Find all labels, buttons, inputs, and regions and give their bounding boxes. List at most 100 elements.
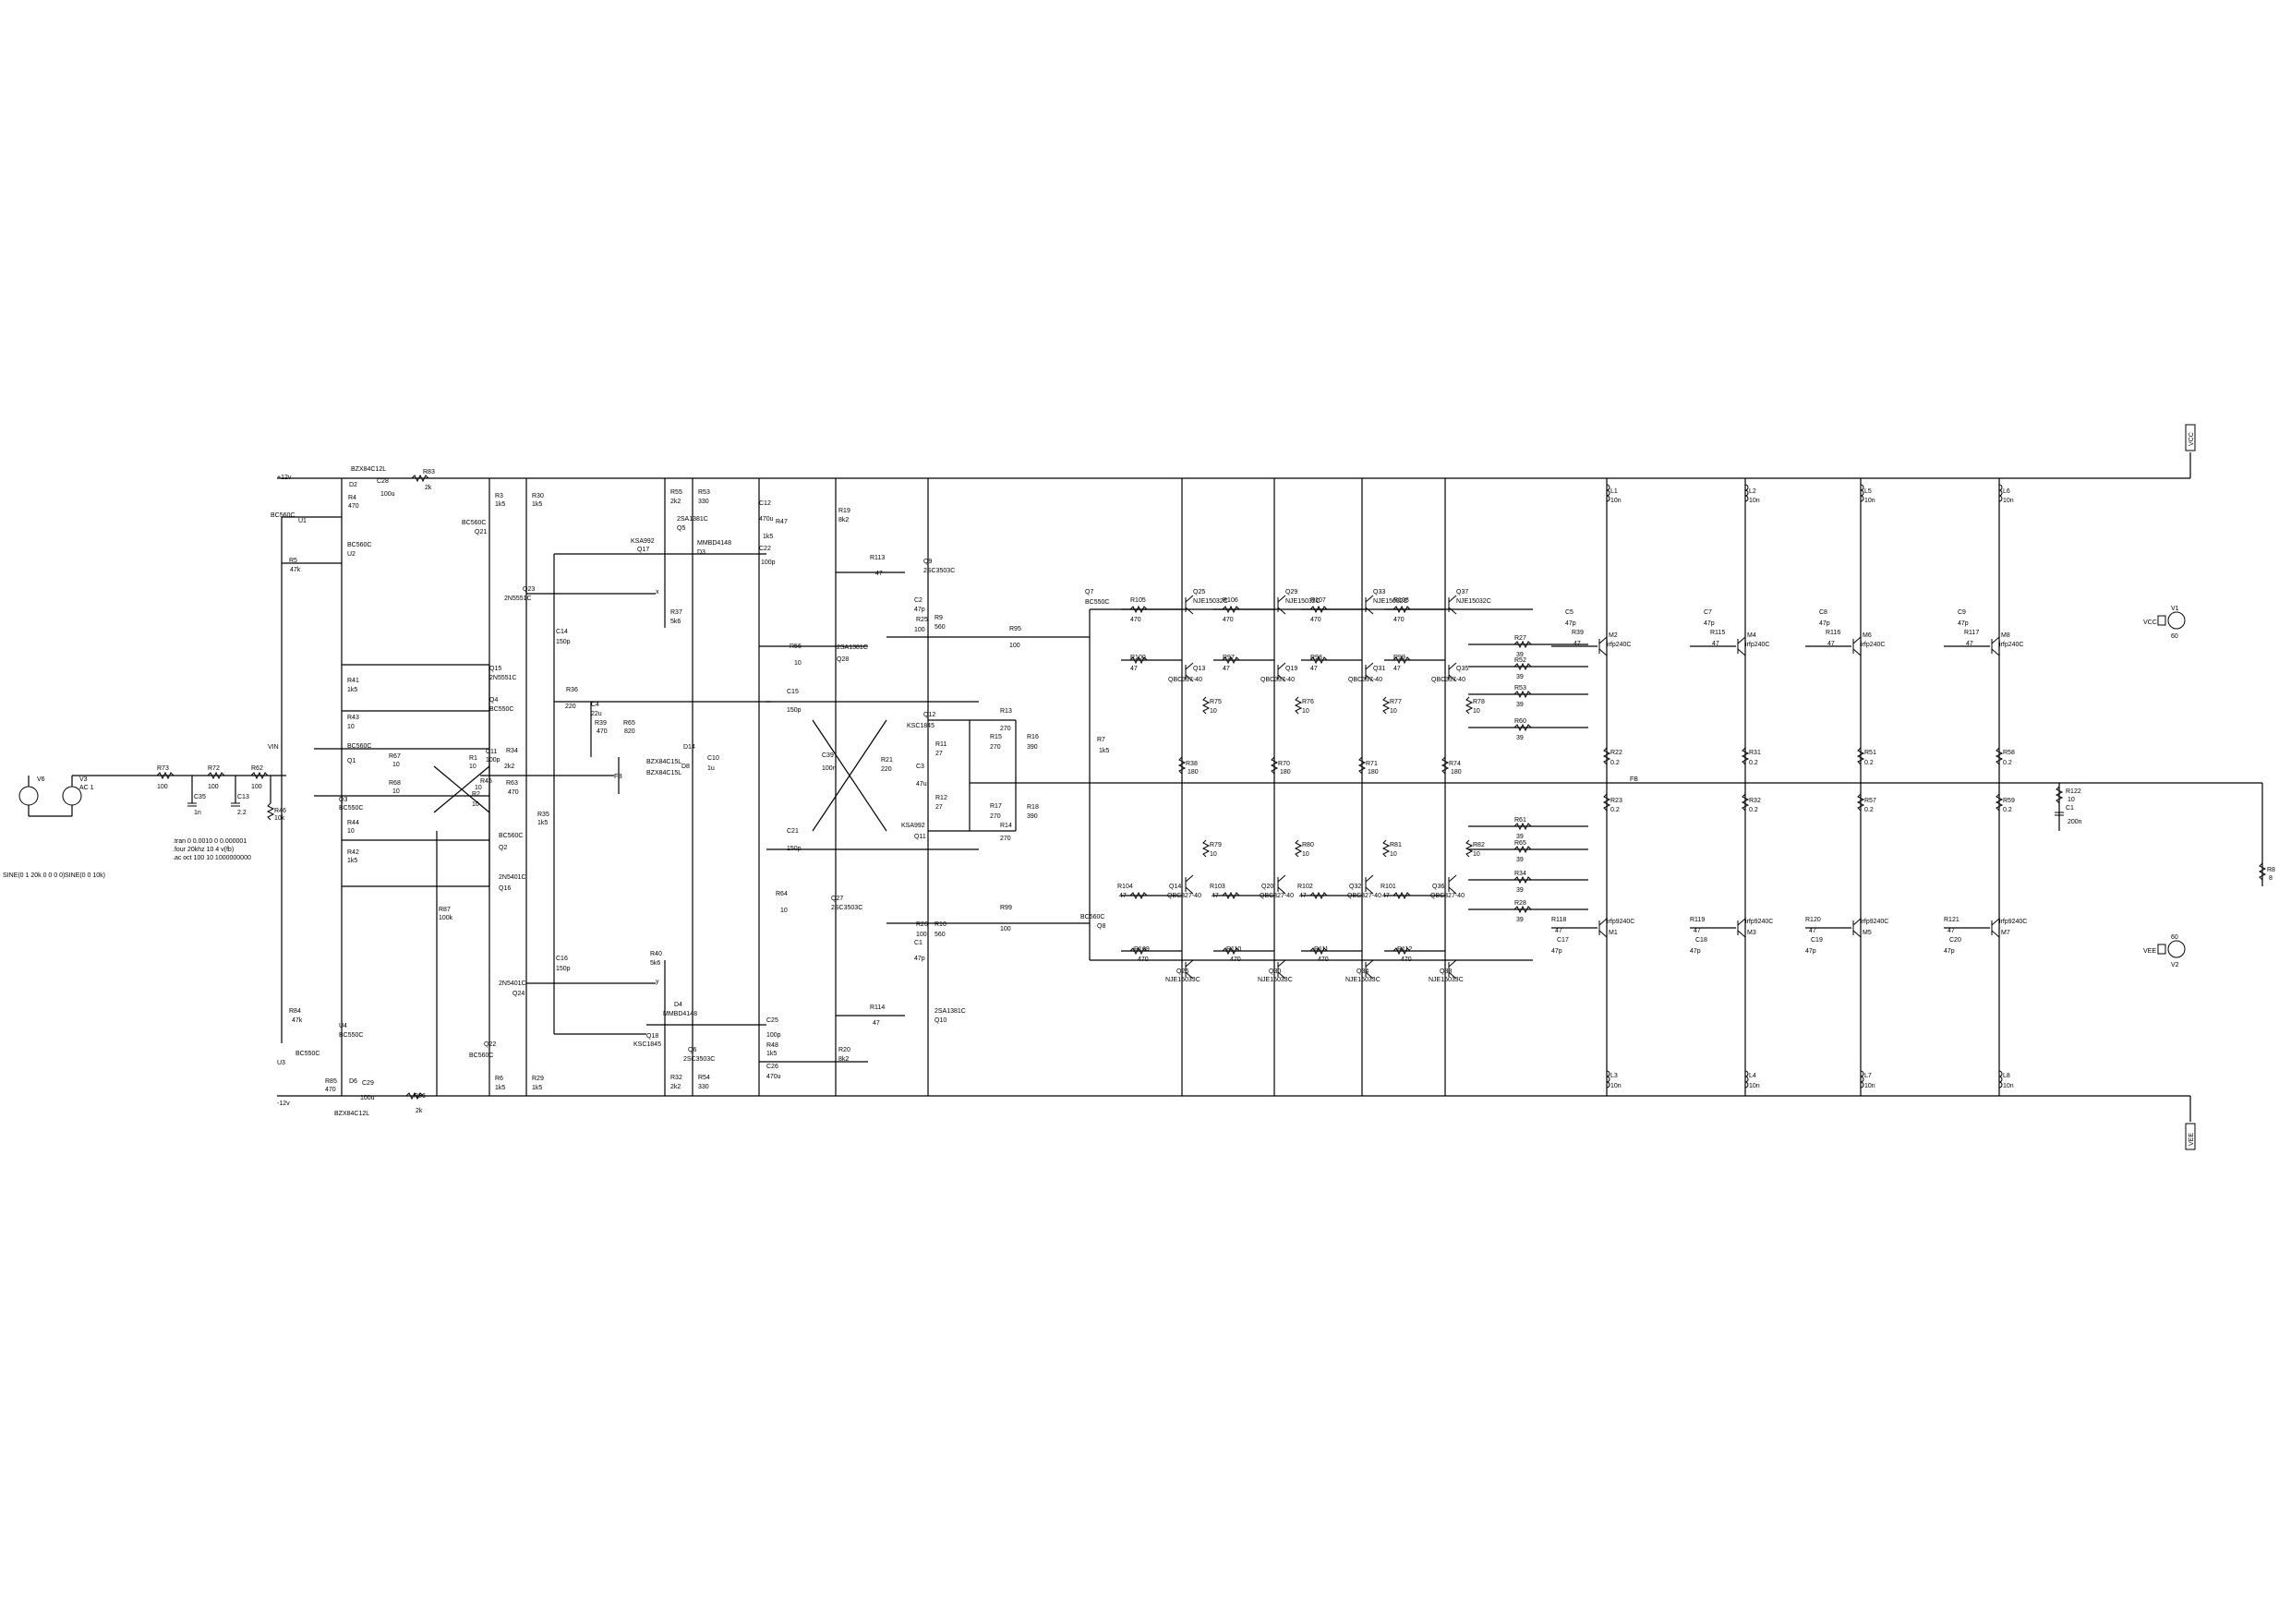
svg-text:2k2: 2k2 bbox=[670, 499, 681, 505]
predriver-top2-q-ref: Q19 bbox=[1285, 666, 1297, 672]
svg-text:C15: C15 bbox=[787, 689, 799, 695]
predriver-bot2-q-ref: Q14 bbox=[1169, 884, 1181, 890]
predriver-mid-value: 180 bbox=[1280, 769, 1291, 776]
directive-ac: .ac oct 100 10 1000000000 bbox=[173, 855, 251, 861]
svg-text:Q23: Q23 bbox=[523, 586, 535, 593]
mosfet-bot-r-value: 47 bbox=[1555, 928, 1562, 934]
mosfet-bot-r-ref: R118 bbox=[1551, 917, 1566, 923]
vcc-label: VCC bbox=[2189, 432, 2195, 446]
svg-text:C28: C28 bbox=[377, 478, 389, 485]
svg-text:Q5: Q5 bbox=[677, 525, 685, 532]
predriver-top2-q-value: QBC337-40 bbox=[1168, 677, 1202, 683]
svg-text:1k5: 1k5 bbox=[537, 820, 548, 826]
svg-text:5k6: 5k6 bbox=[650, 960, 660, 967]
svg-text:270: 270 bbox=[1000, 726, 1011, 732]
svg-text:390: 390 bbox=[1027, 744, 1038, 751]
svg-text:47: 47 bbox=[875, 571, 883, 577]
gate-resistor-value: 39 bbox=[1516, 674, 1524, 680]
predriver-top2-re-value: 10 bbox=[1390, 708, 1397, 715]
mosfet-bot-cap-ref: C19 bbox=[1811, 937, 1823, 944]
mosfet-top-r-value: 47 bbox=[1966, 641, 1973, 647]
svg-text:Q15: Q15 bbox=[489, 666, 501, 672]
svg-text:C13: C13 bbox=[237, 794, 249, 800]
predriver-top2-r-ref: R97 bbox=[1223, 655, 1235, 661]
svg-text:47: 47 bbox=[873, 1020, 880, 1027]
svg-text:R35: R35 bbox=[537, 812, 549, 818]
mosfet-bot-value: irfp9240C bbox=[1745, 919, 1773, 925]
source-resistor-bot-value: 0.2 bbox=[2003, 807, 2012, 813]
predriver-top2-q-value: QBC337-40 bbox=[1431, 677, 1465, 683]
svg-text:R39: R39 bbox=[595, 720, 607, 727]
svg-text:1n: 1n bbox=[194, 810, 201, 816]
svg-text:BZX84C12L: BZX84C12L bbox=[334, 1111, 369, 1117]
svg-text:2N5401C: 2N5401C bbox=[499, 980, 526, 987]
svg-text:BZX84C15L: BZX84C15L bbox=[646, 770, 681, 776]
svg-text:C2: C2 bbox=[914, 597, 922, 604]
source-resistor-top-value: 0.2 bbox=[1610, 760, 1620, 766]
predriver-mid-value: 180 bbox=[1188, 769, 1199, 776]
svg-text:470u: 470u bbox=[766, 1074, 781, 1080]
svg-text:BC560C: BC560C bbox=[1080, 914, 1104, 920]
gate-resistor-value: 39 bbox=[1516, 735, 1524, 741]
svg-text:BC550C: BC550C bbox=[489, 706, 513, 713]
svg-text:150p: 150p bbox=[787, 846, 802, 852]
svg-text:U4: U4 bbox=[339, 1023, 347, 1029]
svg-text:100: 100 bbox=[1000, 926, 1011, 932]
mosfet-top-value: irfp240C bbox=[1999, 642, 2023, 648]
predriver-mid-ref: R71 bbox=[1366, 761, 1378, 767]
svg-text:R10: R10 bbox=[934, 921, 947, 928]
v2-supply: VEE 60 V2 bbox=[2143, 934, 2186, 968]
svg-text:R16: R16 bbox=[1027, 734, 1039, 740]
svg-text:270: 270 bbox=[990, 813, 1001, 820]
source-resistor-top-ref: R31 bbox=[1749, 750, 1761, 756]
svg-text:270: 270 bbox=[1000, 836, 1011, 842]
svg-text:2k: 2k bbox=[425, 485, 432, 491]
svg-text:220: 220 bbox=[881, 766, 892, 773]
svg-text:Q12: Q12 bbox=[923, 712, 935, 718]
mosfet-top-cap-ref: C5 bbox=[1565, 609, 1574, 616]
input-sources: V6 V3 AC 1 SINE(0 1 20k 0 0 0 0) SINE(0 … bbox=[3, 775, 251, 879]
svg-text:200n: 200n bbox=[2068, 819, 2082, 825]
svg-text:D8: D8 bbox=[681, 764, 690, 770]
inductor-bot-value: 10n bbox=[1610, 1083, 1622, 1089]
svg-text:47p: 47p bbox=[914, 607, 925, 613]
mosfet-bot-ref: M5 bbox=[1863, 930, 1872, 936]
svg-text:D4: D4 bbox=[674, 1002, 682, 1008]
load-value: 8 bbox=[2269, 875, 2273, 882]
fb-net-label-left: FB bbox=[614, 774, 622, 780]
x-net-label: x bbox=[656, 589, 659, 595]
svg-text:Q9: Q9 bbox=[923, 559, 932, 565]
svg-text:C4: C4 bbox=[591, 702, 599, 708]
inductor-bot-ref: L7 bbox=[1864, 1073, 1872, 1079]
svg-text:2SA1381C: 2SA1381C bbox=[837, 644, 868, 651]
gate-resistor-ref: R52 bbox=[1514, 657, 1526, 664]
svg-text:R62: R62 bbox=[251, 765, 263, 772]
svg-text:BC560C: BC560C bbox=[462, 520, 486, 526]
svg-text:2SC3503C: 2SC3503C bbox=[831, 905, 862, 911]
svg-text:27: 27 bbox=[935, 751, 943, 757]
svg-text:C21: C21 bbox=[787, 828, 799, 835]
svg-text:R64: R64 bbox=[776, 891, 788, 897]
fb-net-label-right: FB bbox=[1630, 776, 1638, 783]
minus12-label: -12v bbox=[277, 1101, 290, 1107]
mosfet-top-r-ref: R115 bbox=[1710, 630, 1725, 636]
output-pair-2: L210nC747pR11547M4irfp240CR310.2R320.2R1… bbox=[1690, 478, 1773, 1096]
mosfet-bot-value: irfp9240C bbox=[1607, 919, 1634, 925]
predriver-top-q-value: NJE15032C bbox=[1193, 598, 1228, 605]
svg-text:D6: D6 bbox=[349, 1078, 357, 1085]
svg-text:2SC3503C: 2SC3503C bbox=[683, 1056, 715, 1063]
svg-text:27: 27 bbox=[935, 804, 943, 811]
